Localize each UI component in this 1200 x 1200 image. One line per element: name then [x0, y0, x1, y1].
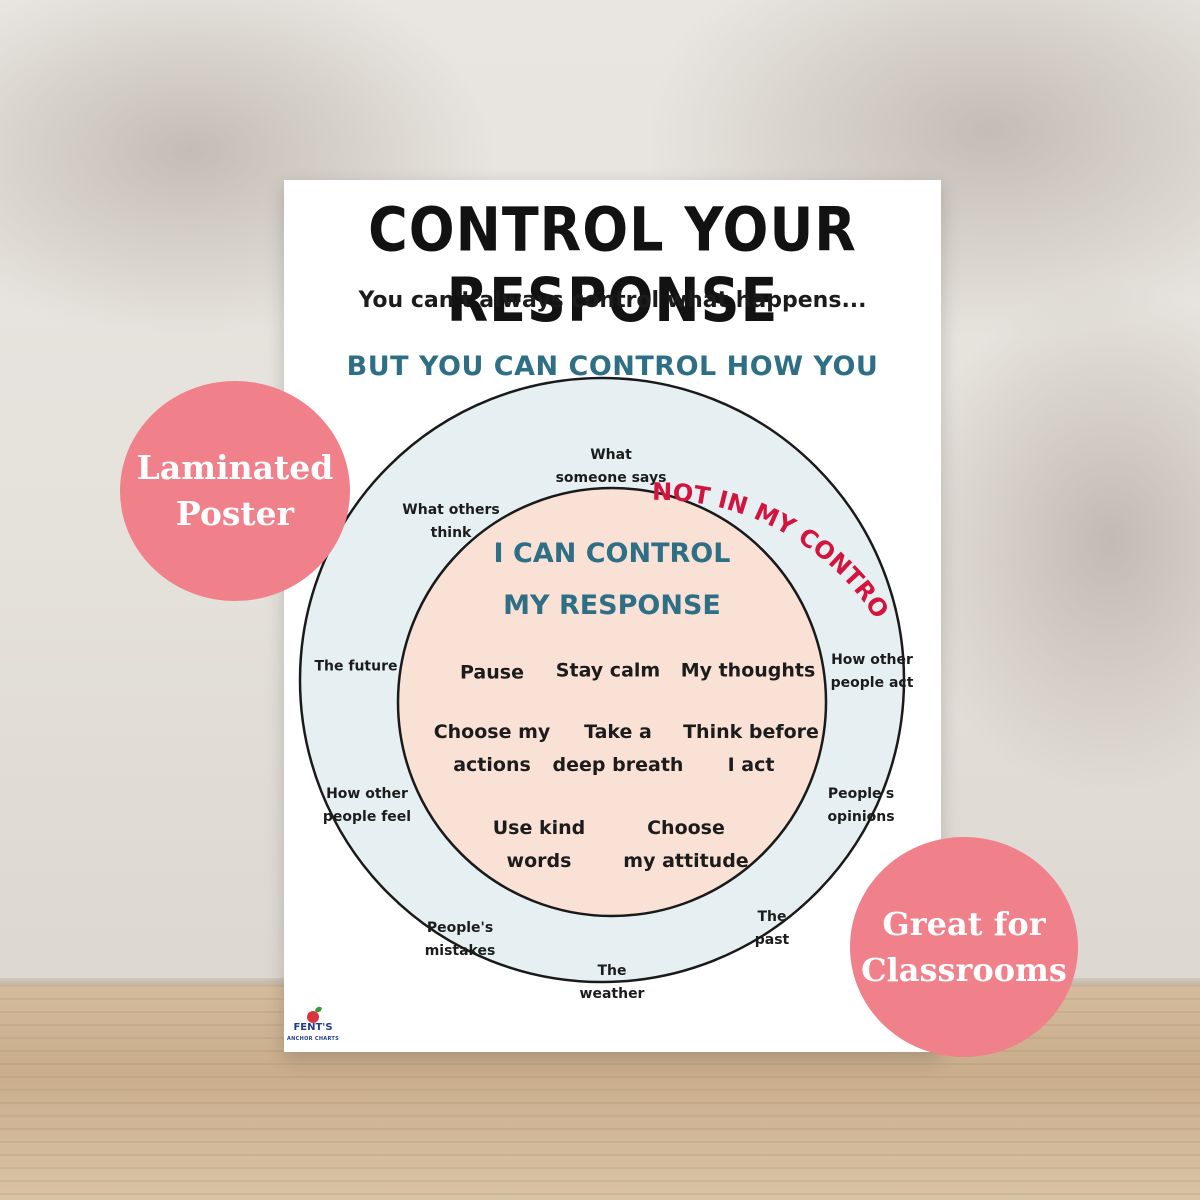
outer-item-peoples-opinions: People's opinions [827, 786, 895, 825]
inner-item-attitude: Choose my attitude [623, 817, 749, 872]
logo-subtitle: ANCHOR CHARTS [287, 1036, 340, 1042]
inner-item-pause: Pause [460, 661, 524, 684]
inner-item-my-thoughts: My thoughts [680, 659, 816, 682]
inner-heading: I CAN CONTROL MY RESPONSE [493, 538, 731, 621]
inner-item-think-before: Think before I act [683, 721, 819, 776]
outer-item-the-future: The future [314, 658, 398, 675]
inner-item-deep-breath: Take a deep breath [552, 721, 684, 776]
outer-item-how-other-people-feel: How other people feel [322, 786, 412, 825]
great-for-classrooms-badge: Great for Classrooms [850, 837, 1078, 1057]
inner-item-kind-words: Use kind words [492, 817, 586, 872]
outer-item-peoples-mistakes: People's mistakes [424, 920, 496, 959]
outer-item-the-past: The past [754, 909, 790, 948]
apple-icon [307, 1011, 319, 1023]
logo-name: FENT'S [293, 1022, 333, 1033]
brand-logo: FENT'S ANCHOR CHARTS [287, 1005, 340, 1051]
leaf-shadow [900, 280, 1200, 800]
outer-item-the-weather: The weather [579, 963, 645, 1002]
outer-item-how-other-people-act: How other people act [830, 652, 914, 691]
outer-item-what-others-think: What others think [402, 502, 500, 541]
poster: CONTROL YOUR RESPONSE You can't always c… [284, 180, 941, 1052]
control-circles-diagram: NOT IN MY CONTROL [284, 180, 906, 984]
poster-title: CONTROL YOUR RESPONSE [368, 194, 857, 336]
laminated-poster-badge: Laminated Poster [120, 381, 350, 601]
poster-subtitle: You can't always control what happens... [358, 288, 867, 313]
outer-item-what-someone-says: What someone says [555, 447, 667, 486]
inner-item-stay-calm: Stay calm [555, 659, 661, 682]
inner-item-choose-actions: Choose my actions [433, 721, 551, 776]
inner-circle [396, 486, 828, 918]
